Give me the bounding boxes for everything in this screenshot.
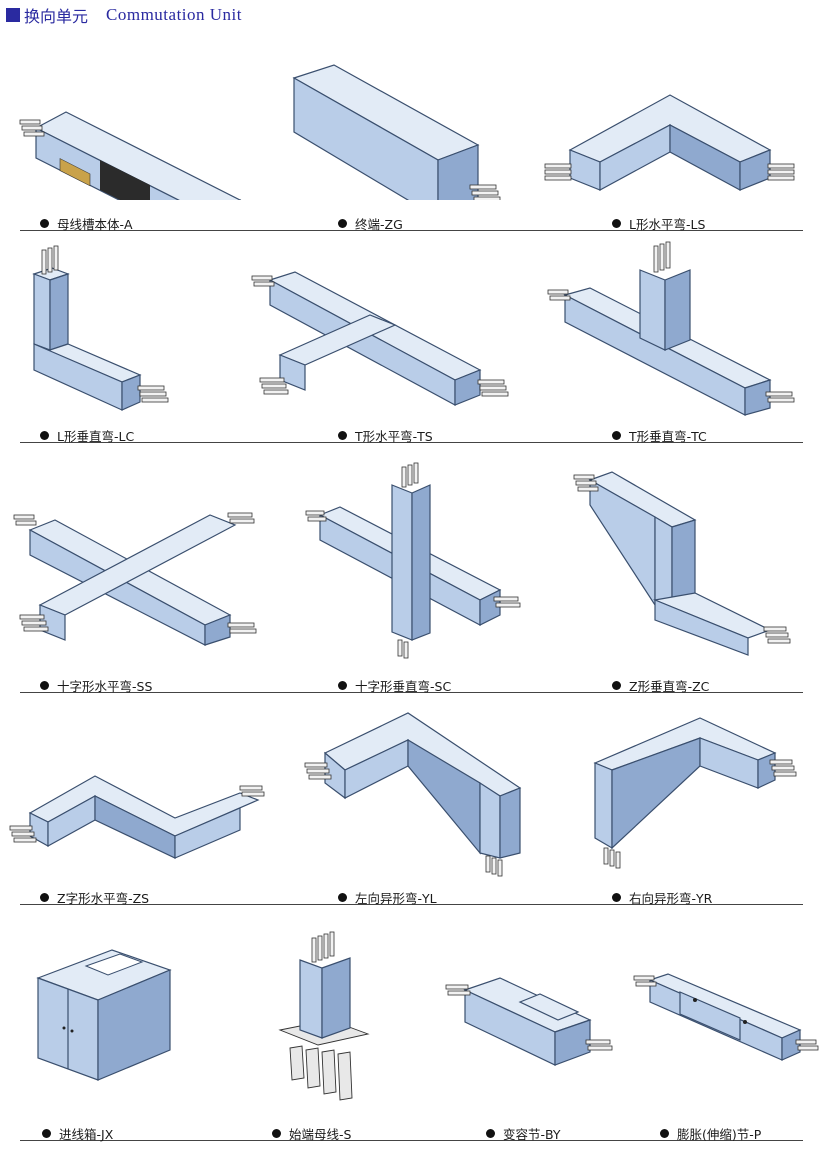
caption-item: 始端母线-S (272, 1124, 351, 1143)
row-3-illustrations (13, 462, 791, 659)
title-en: Commutation Unit (106, 5, 242, 24)
caption-label: L形垂直弯-LC (57, 429, 135, 444)
caption-item: T形垂直弯-TC (612, 426, 707, 445)
caption-item: 变容节-BY (486, 1124, 561, 1143)
caption-row-3: 十字形水平弯-SS 十字形垂直弯-SC Z形垂直弯-ZC (20, 676, 803, 695)
caption-row-2: L形垂直弯-LC T形水平弯-TS T形垂直弯-TC (20, 426, 803, 445)
row-1-illustrations (19, 64, 795, 200)
bullet-icon (338, 893, 347, 902)
row-5-illustrations (36, 931, 819, 1101)
capacity-change-by-illustration (445, 977, 613, 1066)
end-cap-zg-illustration (292, 64, 501, 200)
l-vertical-lc-illustration (32, 245, 169, 411)
busway-a-illustration (19, 111, 242, 200)
bullet-icon (612, 681, 621, 690)
caption-item: T形水平弯-TS (338, 426, 433, 445)
l-horizontal-ls-illustration (544, 94, 795, 192)
caption-label: 膨胀(伸缩)节-P (677, 1127, 762, 1142)
page-header: 换向单元 Commutation Unit (6, 4, 242, 26)
row-2-illustrations (32, 241, 795, 416)
cross-horizontal-ss-illustration (13, 512, 257, 646)
caption-item: L形垂直弯-LC (40, 426, 134, 445)
caption-label: 进线箱-JX (59, 1127, 114, 1142)
caption-item: 母线槽本体-A (40, 214, 133, 233)
caption-item: 十字形垂直弯-SC (338, 676, 451, 695)
bullet-icon (40, 681, 49, 690)
title-zh: 换向单元 (24, 7, 89, 26)
caption-item: L形水平弯-LS (612, 214, 705, 233)
bullet-icon (612, 431, 621, 440)
bullet-icon (40, 431, 49, 440)
bullet-icon (40, 893, 49, 902)
bullet-icon (660, 1129, 669, 1138)
caption-item: 左向异形弯-YL (338, 888, 437, 907)
caption-label: 十字形垂直弯-SC (355, 679, 452, 694)
t-horizontal-ts-illustration (251, 271, 509, 407)
bullet-icon (42, 1129, 51, 1138)
z-vertical-zc-illustration (573, 471, 791, 656)
bullet-icon (40, 219, 49, 228)
caption-label: 十字形水平弯-SS (57, 679, 153, 694)
caption-label: 终端-ZG (355, 217, 403, 232)
starting-busbar-s-illustration (278, 931, 370, 1101)
caption-label: L形水平弯-LS (629, 217, 706, 232)
caption-label: 右向异形弯-YR (629, 891, 713, 906)
bullet-icon (612, 893, 621, 902)
caption-row-1: 母线槽本体-A 终端-ZG L形水平弯-LS (20, 214, 803, 233)
right-irregular-yr-illustration (593, 717, 797, 869)
cross-vertical-sc-illustration (305, 462, 521, 659)
caption-item: Z形垂直弯-ZC (612, 676, 709, 695)
caption-label: T形垂直弯-TC (629, 429, 707, 444)
caption-row-5: 进线箱-JX 始端母线-S 变容节-BY 膨胀(伸缩)节-P (20, 1124, 803, 1143)
caption-label: 变容节-BY (503, 1127, 561, 1142)
bullet-icon (338, 219, 347, 228)
bullet-icon (272, 1129, 281, 1138)
caption-label: T形水平弯-TS (355, 429, 433, 444)
bullet-icon (338, 431, 347, 440)
caption-label: 母线槽本体-A (57, 217, 133, 232)
caption-item: 进线箱-JX (42, 1124, 113, 1143)
expansion-joint-p-illustration (633, 973, 819, 1061)
caption-item: 终端-ZG (338, 214, 403, 233)
bullet-icon (486, 1129, 495, 1138)
caption-item: Z字形水平弯-ZS (40, 888, 149, 907)
left-irregular-yl-illustration (304, 712, 522, 877)
caption-label: 左向异形弯-YL (355, 891, 437, 906)
caption-item: 膨胀(伸缩)节-P (660, 1124, 761, 1143)
bullet-icon (338, 681, 347, 690)
caption-label: Z形垂直弯-ZC (629, 679, 710, 694)
bullet-icon (612, 219, 621, 228)
caption-item: 十字形水平弯-SS (40, 676, 152, 695)
title-square-icon (6, 8, 20, 22)
caption-item: 右向异形弯-YR (612, 888, 712, 907)
z-horizontal-zs-illustration (9, 775, 265, 859)
t-vertical-tc-illustration (547, 241, 795, 416)
incoming-cabinet-jx-illustration (36, 949, 172, 1081)
caption-label: 始端母线-S (289, 1127, 352, 1142)
caption-row-4: Z字形水平弯-ZS 左向异形弯-YL 右向异形弯-YR (20, 888, 803, 907)
row-4-illustrations (9, 712, 797, 877)
caption-label: Z字形水平弯-ZS (57, 891, 150, 906)
